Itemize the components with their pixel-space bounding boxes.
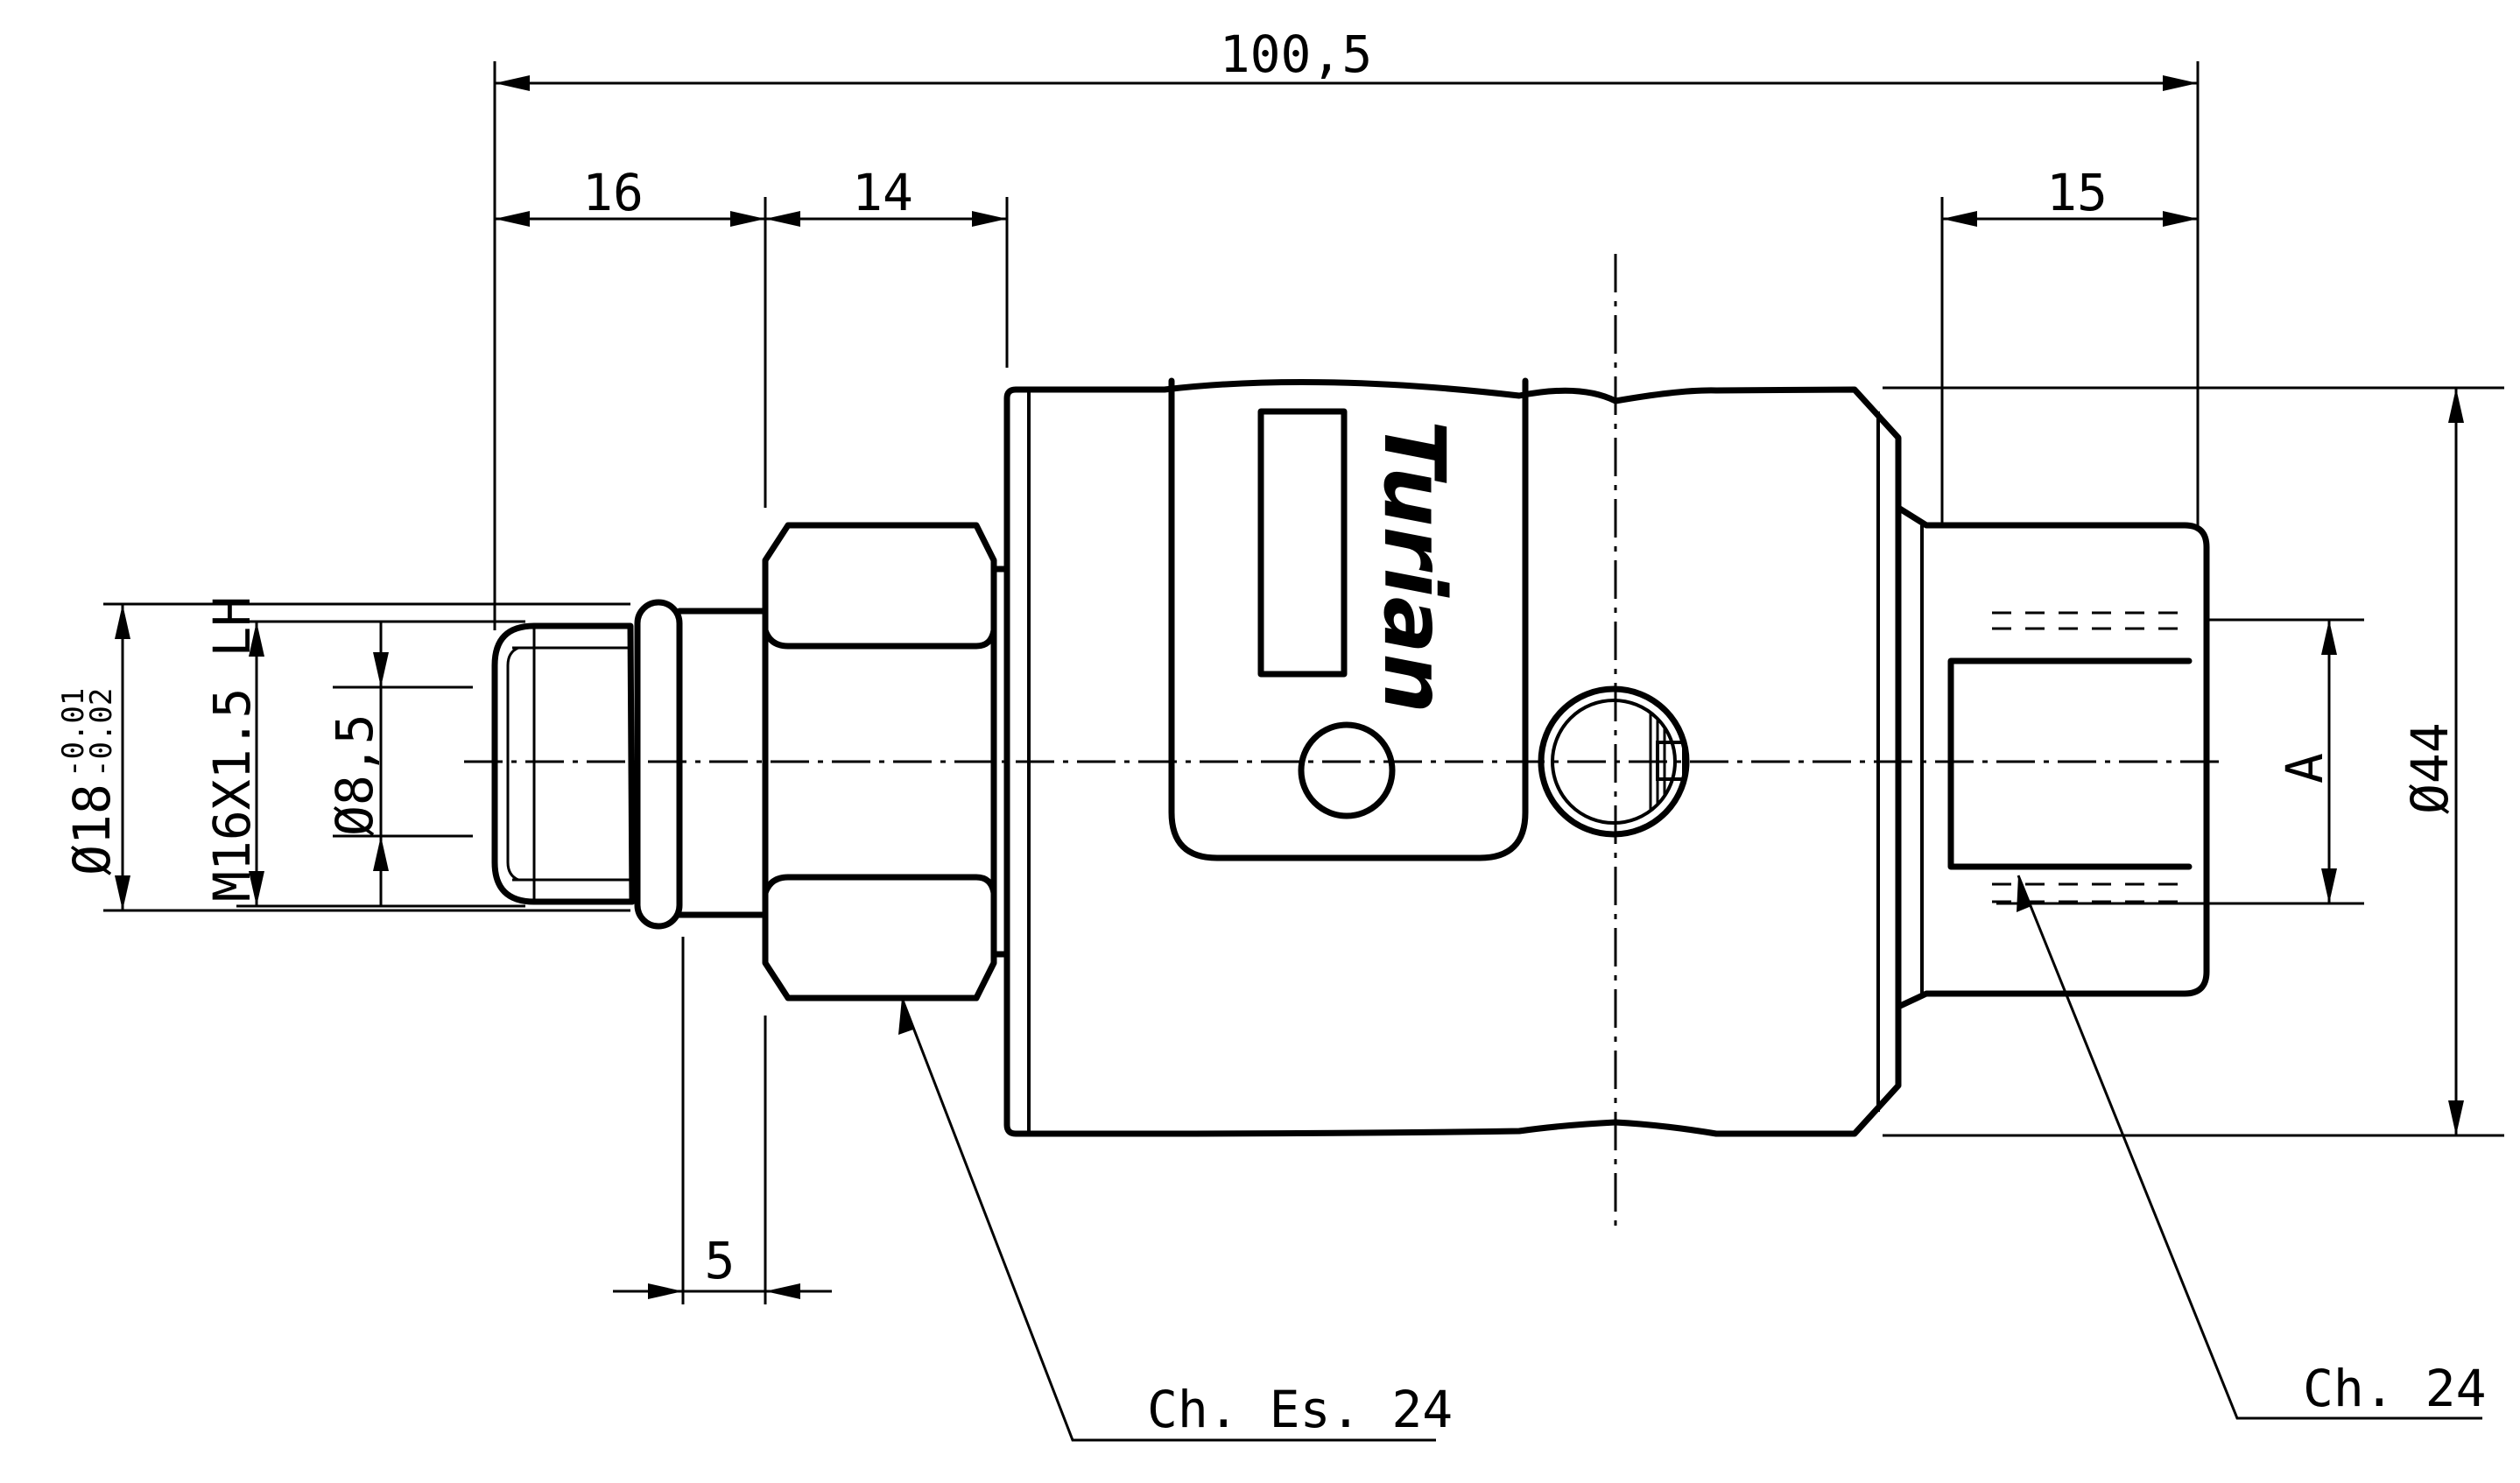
side-port [1538,685,1690,838]
right-section-label: 15 [2046,163,2108,222]
body-diameter-dimension [2448,388,2464,1135]
left-section-dimension [495,211,765,227]
groove-width-dimension [613,1283,832,1299]
main-body [1003,377,1902,1137]
tolerance-lower-label: -0.02 [84,688,119,777]
flat-callout-label: Ch. 24 [2303,1359,2487,1418]
threaded-spigot [491,599,769,930]
hex-callout-label: Ch. Es. 24 [1147,1380,1453,1439]
right-spigot [1895,504,2210,1010]
groove-width-label: 5 [705,1231,736,1290]
o-ring [634,599,683,930]
hex-callout-leader [898,997,1436,1442]
brand-text: Turian [1365,420,1463,713]
hex-section-dimension [765,211,1007,227]
inner-diameter-dimension [373,622,389,906]
indicator-circle [1298,721,1396,819]
flat-label: A [2275,753,2334,784]
flat-callout-leader [2017,875,2482,1420]
label-plate [1168,377,1529,861]
extension-lines [103,61,2504,1304]
left-section-label: 16 [582,163,644,222]
tolerance-upper-label: -0.01 [56,688,91,777]
body-diameter-label: Ø44 [2400,722,2460,814]
inner-diameter-label: Ø8,5 [325,713,384,836]
outer-diameter-label: Ø18 [62,784,122,875]
hex-section-label: 14 [852,163,913,222]
overall-length-label: 100,5 [1220,25,1373,84]
outer-diameter-text: Ø18 -0.01 -0.02 [56,688,122,875]
outer-diameter-dimension [115,604,130,910]
thread-label: M16X1.5 LH [202,596,262,902]
flat-dimension [2321,620,2337,903]
right-section-dimension [1942,211,2198,227]
overall-length-dimension [495,75,2198,91]
thread-dimension [249,622,264,906]
display-window [1257,408,1348,678]
